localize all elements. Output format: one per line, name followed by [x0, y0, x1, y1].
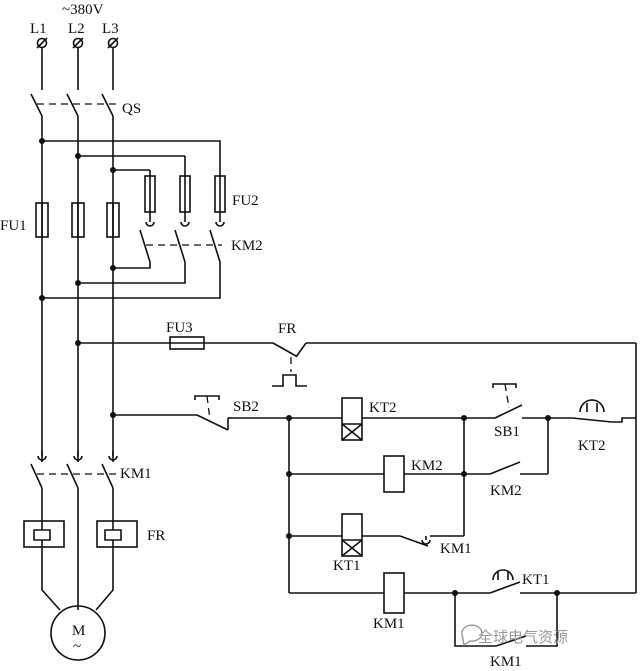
- qs-switch: QS: [30, 48, 141, 117]
- km1-coil-label: KM1: [373, 616, 405, 632]
- sb2-label: SB2: [233, 399, 259, 415]
- motor-label: M: [72, 623, 85, 639]
- fr-heater-label: FR: [147, 528, 165, 544]
- qs-label: QS: [122, 101, 141, 117]
- km2-branch: FU2 KM2: [39, 138, 263, 301]
- km1-main-label: KM1: [120, 466, 152, 482]
- supply-voltage: ~380V: [62, 2, 104, 18]
- kt1-contact-label: KT1: [522, 572, 550, 588]
- km2-aux-label: KM2: [490, 483, 522, 499]
- km2-main-label: KM2: [231, 238, 263, 254]
- sb1-label: SB1: [494, 424, 520, 440]
- km1-interlock-label: KM1: [440, 541, 472, 557]
- rung-km2: KM2 KM2: [286, 418, 549, 593]
- terminal-l2-icon: [72, 37, 84, 49]
- fu2-label: FU2: [232, 193, 259, 209]
- motor-ac-label: ~: [73, 639, 81, 655]
- watermark: 全球电气资源: [461, 624, 568, 647]
- fu1-label: FU1: [0, 218, 27, 234]
- terminal-l1-icon: [36, 37, 48, 49]
- phase-l3-label: L3: [102, 21, 119, 37]
- chat-bubble-icon: [461, 624, 483, 647]
- km2-coil-label: KM2: [411, 458, 443, 474]
- motor: M ~: [41, 548, 114, 661]
- rung-kt1: KT1 KM1: [286, 513, 472, 574]
- control-supply: FU3 FR: [75, 320, 637, 593]
- fu3-label: FU3: [166, 320, 193, 336]
- fu1-fuses: FU1: [0, 202, 120, 238]
- kt2-contact-label: KT2: [578, 438, 606, 454]
- kt1-coil-label: KT1: [333, 558, 361, 574]
- supply-terminals: ~380V L1 L2 L3: [30, 2, 119, 49]
- fr-contact-label: FR: [278, 321, 296, 337]
- rung-kt2: SB2 KT2 SB1 KT2: [110, 383, 636, 454]
- km1-main-contacts: KM1: [30, 451, 152, 610]
- rung-km1: KM1 KT1 KM1: [289, 569, 636, 670]
- fr-heaters: FR: [23, 520, 165, 548]
- motor-icon: [50, 605, 106, 661]
- watermark-text: 全球电气资源: [478, 628, 568, 646]
- km1-hold-label: KM1: [490, 654, 522, 670]
- kt2-coil-label: KT2: [369, 400, 397, 416]
- phase-l1-label: L1: [30, 21, 47, 37]
- phase-l2-label: L2: [68, 21, 85, 37]
- terminal-l3-icon: [107, 37, 119, 49]
